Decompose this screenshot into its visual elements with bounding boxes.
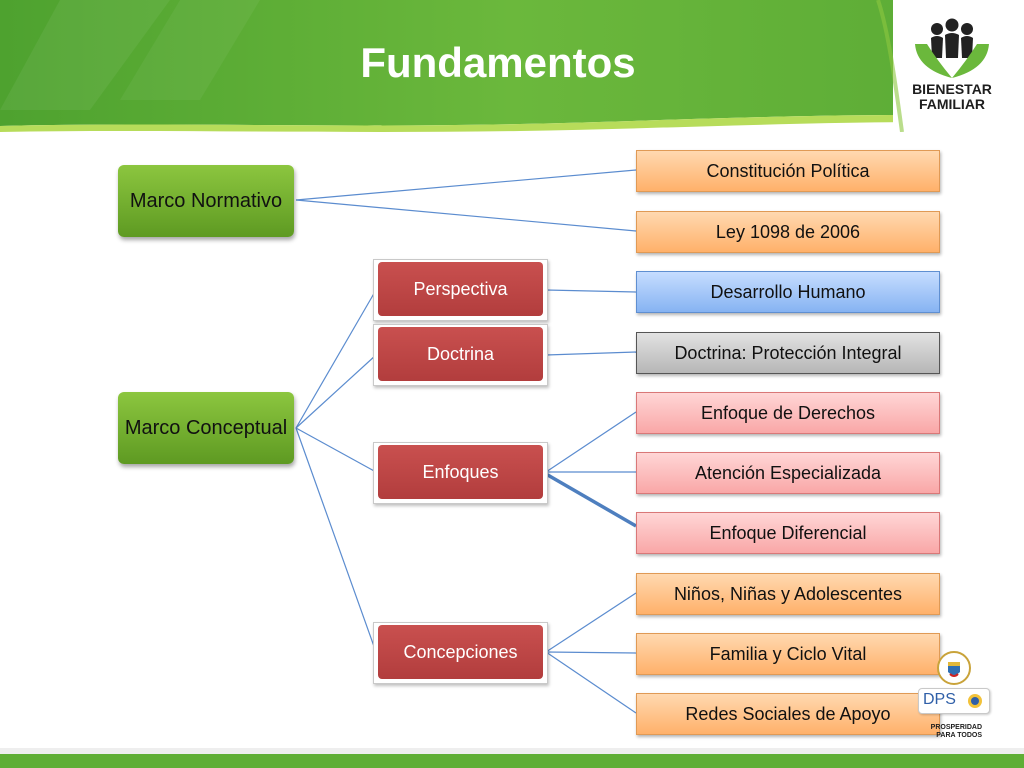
node-perspectiva[interactable]: Perspectiva <box>378 262 543 316</box>
node-marco-normativo[interactable]: Marco Normativo <box>118 165 294 237</box>
logo-line-1: BIENESTAR <box>912 81 992 97</box>
header-banner <box>0 0 1024 132</box>
node-doctrina[interactable]: Doctrina <box>378 327 543 381</box>
node-constitucion[interactable]: Constitución Política <box>636 150 940 192</box>
node-enfoques[interactable]: Enfoques <box>378 445 543 499</box>
node-redes-sociales[interactable]: Redes Sociales de Apoyo <box>636 693 940 735</box>
node-atencion-especializada[interactable]: Atención Especializada <box>636 452 940 494</box>
node-enfoque-derechos[interactable]: Enfoque de Derechos <box>636 392 940 434</box>
node-familia[interactable]: Familia y Ciclo Vital <box>636 633 940 675</box>
node-marco-conceptual[interactable]: Marco Conceptual <box>118 392 294 464</box>
logo-line-2: FAMILIAR <box>918 96 986 112</box>
node-proteccion-integral[interactable]: Doctrina: Protección Integral <box>636 332 940 374</box>
node-concepciones[interactable]: Concepciones <box>378 625 543 679</box>
dps-flag-icon <box>968 694 982 708</box>
dps-logo: DPS <box>918 688 990 714</box>
dps-text: DPS <box>923 691 956 708</box>
node-desarrollo-humano[interactable]: Desarrollo Humano <box>636 271 940 313</box>
family-hands-icon <box>915 18 989 78</box>
bienestar-familiar-logo: BIENESTAR FAMILIAR <box>897 14 1007 124</box>
footer-band <box>0 748 1024 768</box>
page-title: Fundamentos <box>360 39 636 86</box>
node-enfoque-diferencial[interactable]: Enfoque Diferencial <box>636 512 940 554</box>
node-ley[interactable]: Ley 1098 de 2006 <box>636 211 940 253</box>
coat-of-arms-icon <box>937 651 971 685</box>
node-ninos-ninas[interactable]: Niños, Niñas y Adolescentes <box>636 573 940 615</box>
prosperidad-logo: PROSPERIDAD PARA TODOS <box>930 724 982 739</box>
